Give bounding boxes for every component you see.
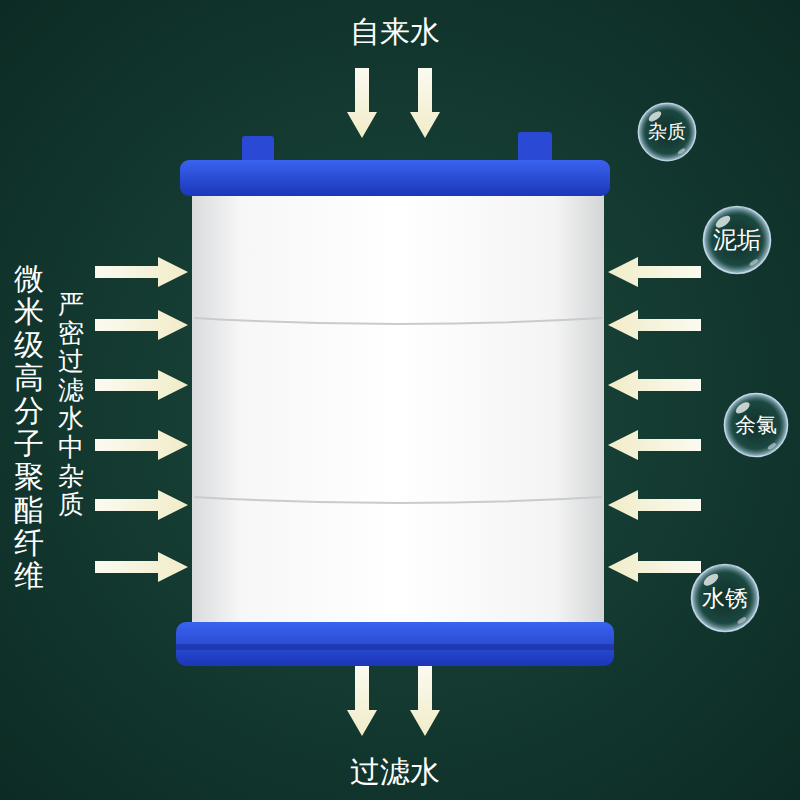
flow-label: 过滤水 — [295, 752, 495, 793]
arrow — [608, 257, 701, 287]
arrow — [95, 430, 188, 460]
bubble-highlight — [737, 616, 747, 625]
bubble-circle — [703, 206, 770, 273]
body-groove — [194, 497, 602, 503]
arrow — [347, 68, 377, 138]
vertical-caption: 严密过滤水中杂质 — [58, 290, 84, 519]
body-groove — [194, 318, 602, 324]
bottom-cap — [176, 622, 614, 666]
arrow — [347, 666, 377, 736]
arrow — [95, 490, 188, 520]
arrow — [95, 310, 188, 340]
bubble-text: 泥垢 — [713, 224, 761, 256]
arrow — [608, 490, 701, 520]
bubble-highlight — [749, 258, 759, 267]
bubble-circle — [691, 564, 758, 631]
top-tab — [518, 132, 552, 164]
vertical-caption: 微米级高分子聚酯纤维 — [14, 262, 44, 592]
flow-label: 自来水 — [295, 12, 495, 53]
bubble-text: 水锈 — [702, 583, 748, 614]
filter-body — [192, 185, 604, 627]
bubble-text: 余氯 — [735, 411, 777, 439]
bubble-node: 余氯 — [723, 392, 789, 458]
bubble-highlight — [677, 147, 686, 155]
bubble-node: 泥垢 — [702, 205, 772, 275]
arrow — [95, 552, 188, 582]
bubble-circle — [638, 103, 696, 161]
arrow — [608, 310, 701, 340]
arrow — [95, 370, 188, 400]
bubble-node: 水锈 — [690, 563, 760, 633]
cartridge — [176, 132, 614, 666]
top-tab — [242, 136, 274, 164]
top-cap — [180, 160, 610, 196]
bubble-node: 杂质 — [637, 102, 697, 162]
arrow — [410, 666, 440, 736]
flow-arrows — [95, 68, 701, 736]
bubble-text: 杂质 — [648, 119, 686, 145]
arrow — [608, 430, 701, 460]
arrow — [608, 552, 701, 582]
arrow — [608, 370, 701, 400]
cap-rim — [176, 644, 614, 650]
bubble-highlight — [767, 442, 777, 451]
bubble-circle — [724, 393, 787, 456]
arrow — [410, 68, 440, 138]
arrow — [95, 257, 188, 287]
